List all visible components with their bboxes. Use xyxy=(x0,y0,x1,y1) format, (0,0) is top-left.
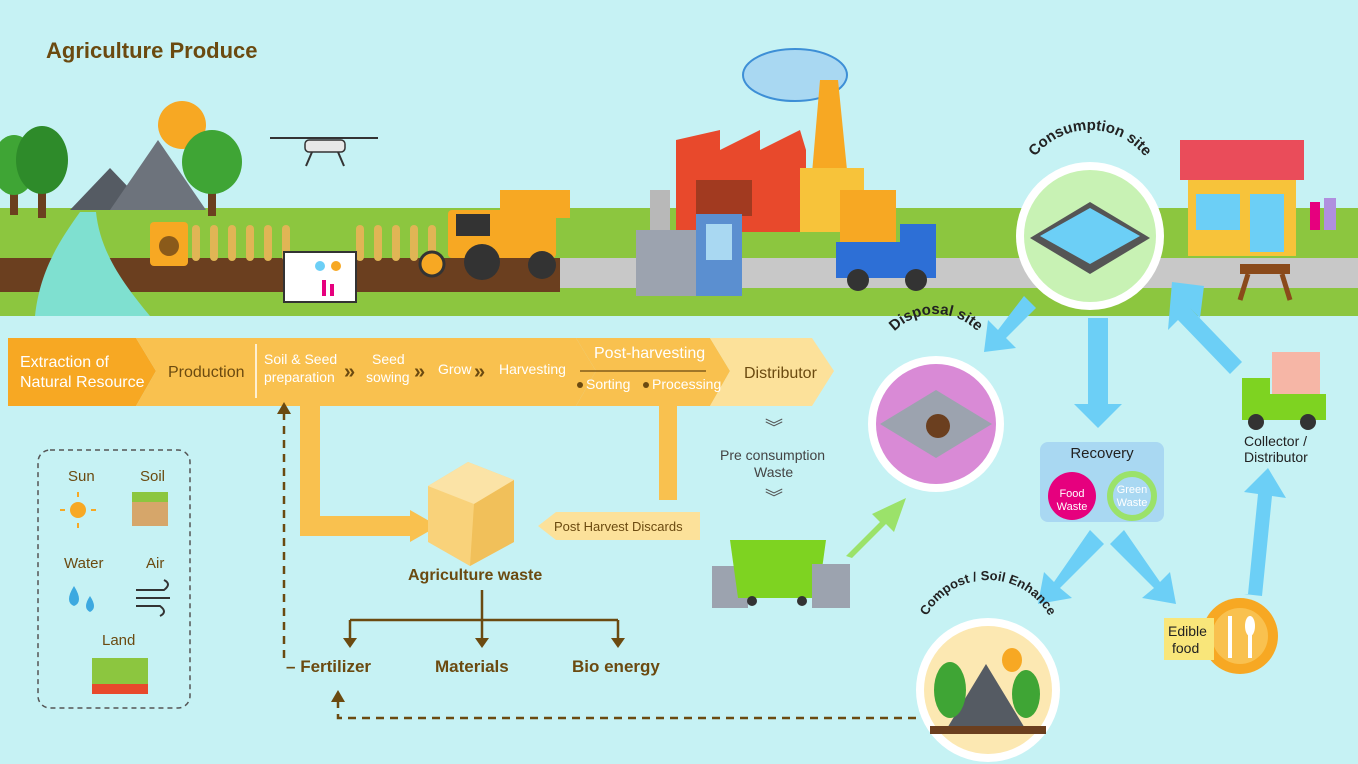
waste-branches xyxy=(348,590,620,642)
flow-label-extraction-line1: Extraction of xyxy=(20,354,109,371)
green-arrow xyxy=(846,498,906,558)
arrow-to-disposal xyxy=(984,296,1036,352)
pre-consumption-label-line2: Waste xyxy=(754,464,793,480)
green-waste-icon xyxy=(1107,471,1157,521)
edible-food-badge: Edible food xyxy=(1164,598,1278,674)
compost-label: Compost / Soil Enhance xyxy=(917,568,1060,618)
flow-segment-extraction xyxy=(8,338,156,406)
arrow-from-collector xyxy=(1168,282,1242,374)
flow-label-seed-sowing-line1: Seed xyxy=(372,351,405,367)
fertilizer-label: – Fertilizer xyxy=(286,657,371,676)
flow-segment-production xyxy=(136,338,596,406)
arrow-down-icon xyxy=(611,638,625,648)
food-waste-line1: Food xyxy=(1059,488,1084,500)
chevron-down-icon: ︾ xyxy=(765,418,783,438)
spoon-icon xyxy=(1245,616,1255,636)
landscape-band xyxy=(0,48,1358,316)
agriculture-waste-label: Agriculture waste xyxy=(408,567,542,584)
legend-box: Sun Soil Water Air Land xyxy=(37,449,191,709)
bio-energy-label: Bio energy xyxy=(572,657,660,676)
green-waste-line2: Waste xyxy=(1117,497,1148,509)
svg-text:Consumption site: Consumption site xyxy=(1025,117,1155,160)
sun-icon xyxy=(70,502,86,518)
arrow-to-compost xyxy=(1038,530,1104,604)
flow-segment-post-harvest xyxy=(576,338,730,406)
arrow-to-recovery xyxy=(1074,318,1122,428)
collector-label-line1: Collector / xyxy=(1244,433,1307,449)
flow-label-production: Production xyxy=(168,364,245,381)
monitor-icon xyxy=(283,251,357,303)
flow-label-extraction-line2: Natural Resource xyxy=(20,374,145,391)
chevron-right-icon: » xyxy=(414,361,425,383)
consumption-site-label: Consumption site xyxy=(1025,117,1155,160)
post-harvest-discards-label: Post Harvest Discards xyxy=(554,519,683,534)
waste-connectors: Post Harvest Discards xyxy=(300,406,700,542)
trees-left-icon xyxy=(0,126,242,218)
dumpster-icon xyxy=(712,540,850,608)
flow-label-post-harvesting: Post-harvesting xyxy=(594,345,705,362)
flow-label-processing: Processing xyxy=(652,376,721,392)
page-title: Agriculture Produce xyxy=(46,38,257,63)
flow-label-soil-seed-line2: preparation xyxy=(264,369,335,385)
arrow-to-edible xyxy=(1110,530,1176,604)
post-harvest-discards-arrow xyxy=(538,512,700,540)
recovery-title: Recovery xyxy=(1070,445,1134,462)
arrow-up-icon xyxy=(277,402,291,414)
harvester-icon xyxy=(418,190,570,280)
river-icon xyxy=(35,212,150,316)
flow-label-seed-sowing-line2: sowing xyxy=(366,369,410,385)
collector-label-line2: Distributor xyxy=(1244,449,1308,465)
hay-bale-icon xyxy=(428,462,514,566)
compost-badge xyxy=(916,618,1060,762)
processing-machine-icon xyxy=(636,190,742,296)
flow-label-sorting: Sorting xyxy=(586,376,630,392)
flow-label-soil-seed-line1: Soil & Seed xyxy=(264,351,337,367)
svg-text:Compost / Soil Enhance: Compost / Soil Enhance xyxy=(917,568,1060,618)
edible-food-line1: Edible xyxy=(1168,623,1207,639)
shop-icon xyxy=(1180,140,1336,301)
mountain-icon xyxy=(110,140,206,210)
flow-segment-distributor xyxy=(710,338,834,406)
legend-soil-label: Soil xyxy=(140,468,165,485)
air-icon xyxy=(136,579,170,617)
legend-land-label: Land xyxy=(102,632,135,649)
arrow-to-collector xyxy=(1244,468,1286,596)
chevron-down-icon: ︾ xyxy=(765,488,783,508)
collector-truck-icon xyxy=(1242,352,1326,430)
delivery-truck-icon xyxy=(836,190,936,291)
green-waste-line1: Green xyxy=(1117,484,1148,496)
blue-flow-arrows xyxy=(984,282,1286,604)
factory-icon xyxy=(676,80,864,232)
arrow-up-icon xyxy=(331,690,345,702)
recovery-box: Recovery Food Waste Green Waste xyxy=(1040,442,1164,522)
arrow-down-icon xyxy=(475,638,489,648)
legend-air-label: Air xyxy=(146,555,164,572)
pre-consumption-label-line1: Pre consumption xyxy=(720,447,825,463)
water-icon xyxy=(69,586,94,612)
legend-water-label: Water xyxy=(64,555,103,572)
legend-sun-label: Sun xyxy=(68,468,95,485)
chevron-right-icon: » xyxy=(474,361,485,383)
flow-label-distributor: Distributor xyxy=(744,365,818,382)
food-waste-line2: Waste xyxy=(1057,501,1088,513)
flow-label-harvesting: Harvesting xyxy=(499,361,566,377)
materials-label: Materials xyxy=(435,657,509,676)
consumption-site-badge xyxy=(1016,162,1164,310)
flow-label-grow: Grow xyxy=(438,361,472,377)
drone-icon xyxy=(270,137,378,167)
arrow-down-icon xyxy=(343,638,357,648)
chevron-right-icon: » xyxy=(344,361,355,383)
fertilizer-feedback-line xyxy=(282,412,916,720)
edible-food-line2: food xyxy=(1172,640,1199,656)
production-flow-bar: Extraction of Natural Resource Productio… xyxy=(8,338,834,406)
disposal-site-badge xyxy=(868,356,1004,492)
food-waste-icon xyxy=(1048,472,1096,520)
